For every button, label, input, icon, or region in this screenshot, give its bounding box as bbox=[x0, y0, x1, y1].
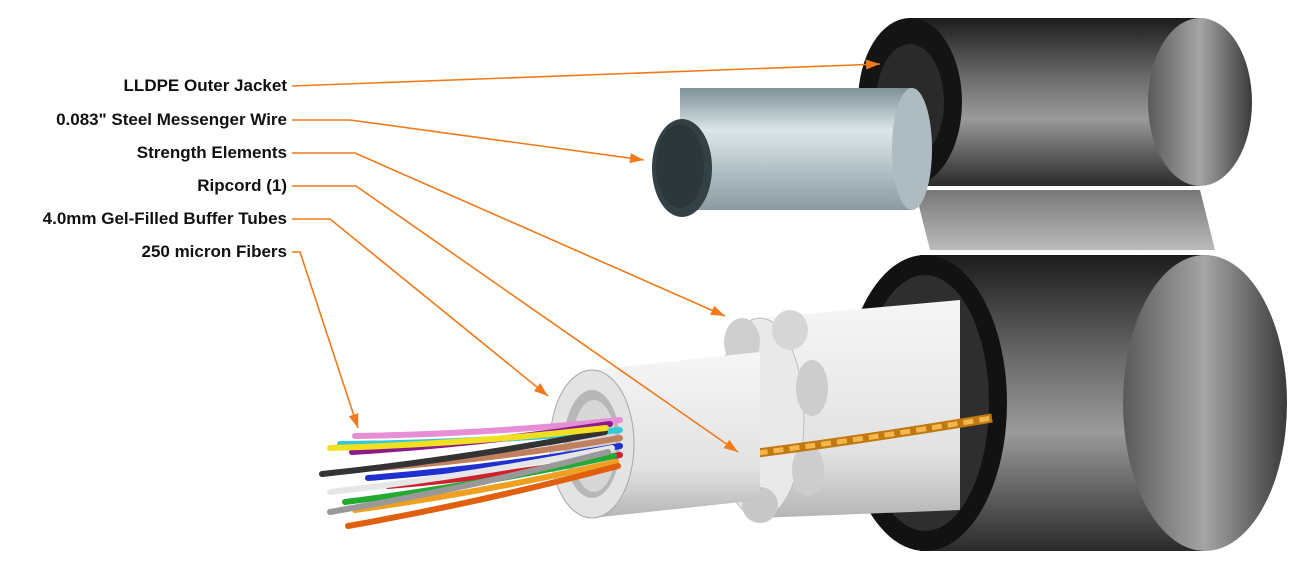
label-strength-elements: Strength Elements bbox=[136, 143, 287, 162]
fiber-bundle bbox=[319, 417, 623, 529]
jacket-web bbox=[915, 190, 1215, 250]
leader-line bbox=[292, 251, 359, 429]
label-buffer-tubes: 4.0mm Gel-Filled Buffer Tubes bbox=[42, 209, 287, 228]
leader-arrowhead bbox=[533, 383, 548, 396]
leader-line bbox=[292, 119, 645, 161]
leader-arrowhead bbox=[629, 153, 644, 164]
leader-line bbox=[292, 152, 726, 317]
fiber bbox=[352, 459, 619, 513]
fiber bbox=[327, 445, 615, 495]
leader-arrowhead bbox=[348, 413, 359, 428]
label-outer-jacket: LLDPE Outer Jacket bbox=[123, 76, 287, 95]
leader-lines bbox=[291, 59, 881, 453]
fiber bbox=[345, 463, 621, 529]
fiber bbox=[327, 449, 611, 515]
leader-arrowhead bbox=[710, 305, 725, 316]
label-fibers: 250 micron Fibers bbox=[141, 242, 287, 261]
leader-line bbox=[292, 218, 549, 397]
label-messenger-wire: 0.083" Steel Messenger Wire bbox=[56, 110, 287, 129]
leader-arrowhead bbox=[865, 59, 880, 70]
fiber bbox=[352, 417, 623, 439]
leader-line bbox=[291, 63, 881, 87]
messenger-wire bbox=[652, 88, 932, 217]
leader-arrowhead bbox=[723, 439, 738, 452]
label-ripcord: Ripcord (1) bbox=[197, 176, 287, 195]
messenger-jacket bbox=[858, 18, 1252, 186]
leader-line bbox=[292, 185, 739, 453]
fiber bbox=[327, 425, 609, 451]
fiber bbox=[319, 429, 608, 477]
